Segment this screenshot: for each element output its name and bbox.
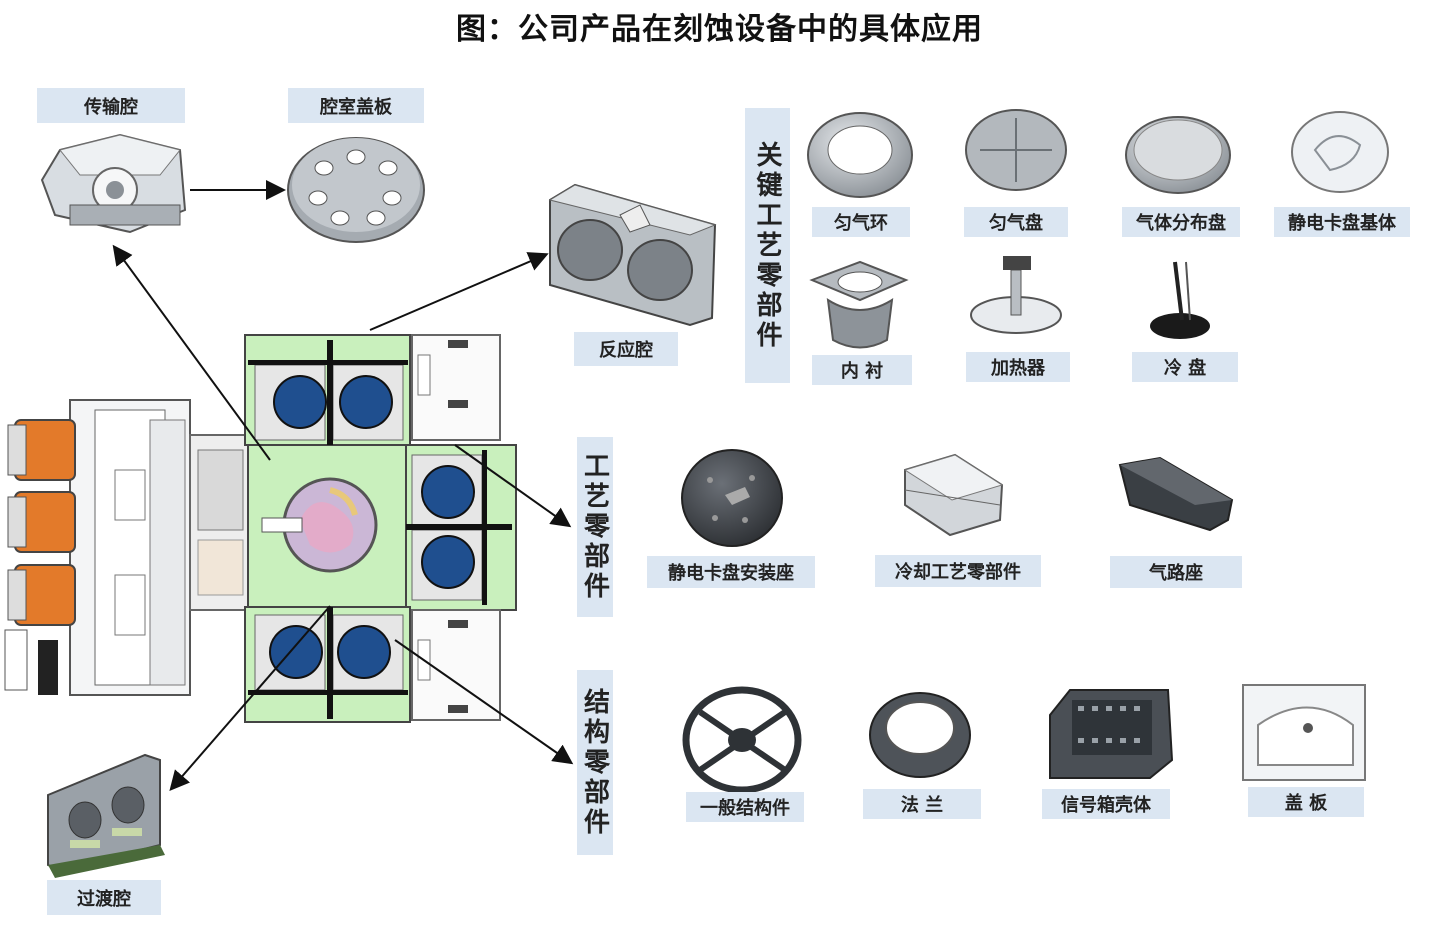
label-flange: 法 兰	[863, 789, 981, 819]
label-gas-plate: 匀气盘	[964, 207, 1068, 237]
category-structural-parts: 结构零部件	[577, 670, 613, 855]
label-transfer-chamber: 传输腔	[37, 88, 185, 123]
key-parts-images	[807, 109, 1389, 349]
equipment-top-view	[4, 334, 517, 723]
label-transition-chamber: 过渡腔	[47, 880, 161, 915]
process-parts-images	[681, 449, 1234, 547]
label-esc-base: 静电卡盘基体	[1274, 207, 1410, 237]
label-reaction-chamber: 反应腔	[574, 332, 678, 366]
category-process-parts: 工艺零部件	[577, 437, 613, 617]
label-general-structural-part: 一般结构件	[686, 792, 804, 822]
transfer-chamber-part	[40, 133, 187, 234]
label-gas-path-seat: 气路座	[1110, 556, 1242, 588]
label-cover-plate: 盖 板	[1248, 787, 1364, 817]
label-chamber-lid: 腔室盖板	[288, 88, 424, 123]
label-liner: 内 衬	[812, 355, 912, 385]
load-port	[7, 419, 76, 626]
label-heater: 加热器	[966, 352, 1070, 382]
reaction-chamber-part	[548, 183, 717, 327]
arrows	[112, 180, 574, 792]
structural-parts-images	[682, 684, 1366, 794]
label-esc-mounting-seat: 静电卡盘安装座	[647, 556, 815, 588]
label-cooling-plate: 冷 盘	[1132, 352, 1238, 382]
label-cooling-process-parts: 冷却工艺零部件	[875, 555, 1041, 587]
label-signal-box-shell: 信号箱壳体	[1042, 789, 1170, 819]
transition-chamber-part	[47, 753, 165, 878]
label-gas-ring: 匀气环	[812, 207, 910, 237]
figure-title: 图：公司产品在刻蚀设备中的具体应用	[456, 12, 983, 47]
category-key-process-parts: 关键工艺零部件	[745, 108, 790, 383]
label-gas-distribution-plate: 气体分布盘	[1122, 207, 1240, 237]
chamber-lid-part	[287, 137, 425, 243]
